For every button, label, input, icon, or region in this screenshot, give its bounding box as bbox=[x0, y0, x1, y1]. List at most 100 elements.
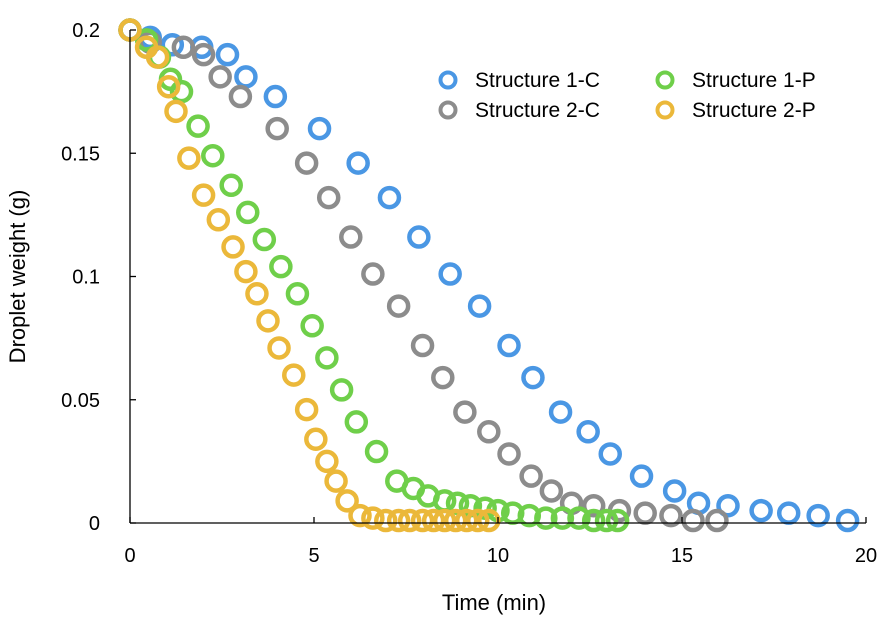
data-point bbox=[716, 493, 740, 518]
data-point bbox=[662, 479, 687, 503]
series-structure-1-p bbox=[118, 18, 630, 533]
data-point bbox=[776, 501, 801, 525]
data-point bbox=[245, 282, 269, 306]
data-point bbox=[466, 508, 490, 533]
data-point bbox=[160, 33, 185, 57]
data-point bbox=[519, 464, 543, 488]
data-point bbox=[364, 439, 389, 464]
data-point bbox=[263, 84, 288, 109]
data-point bbox=[477, 420, 501, 444]
data-point bbox=[749, 498, 773, 523]
legend-label: Structure 2-C bbox=[475, 99, 600, 122]
data-point bbox=[219, 173, 243, 198]
y-axis-ticks: 0 0.05 0.1 0.15 0.2 bbox=[61, 20, 136, 535]
legend-label: Structure 2-P bbox=[692, 99, 816, 122]
legend-label: Structure 1-P bbox=[692, 69, 816, 92]
x-tick-label: 5 bbox=[308, 545, 319, 567]
series-structure-1-c bbox=[118, 18, 860, 533]
data-point bbox=[633, 501, 657, 525]
y-tick-label: 0 bbox=[89, 513, 100, 535]
data-point bbox=[454, 508, 479, 533]
data-point bbox=[324, 469, 348, 493]
data-point bbox=[453, 400, 477, 424]
legend-label: Structure 1-C bbox=[475, 69, 600, 92]
data-point bbox=[234, 65, 258, 89]
legend-item: Structure 2-C bbox=[438, 99, 600, 122]
data-point bbox=[467, 294, 492, 318]
legend: Structure 1-C Structure 2-C Structure 1-P S… bbox=[438, 69, 816, 122]
data-point bbox=[282, 363, 306, 387]
data-point bbox=[339, 225, 363, 249]
data-point bbox=[346, 151, 370, 175]
data-point bbox=[438, 262, 462, 286]
x-tick-label: 20 bbox=[855, 545, 877, 567]
data-point bbox=[256, 309, 280, 333]
data-point bbox=[374, 508, 398, 533]
data-point bbox=[410, 333, 435, 358]
data-point bbox=[191, 183, 216, 207]
data-point bbox=[134, 28, 159, 52]
data-point bbox=[171, 35, 196, 60]
data-point bbox=[307, 116, 332, 141]
data-point bbox=[236, 200, 260, 225]
data-point bbox=[316, 185, 341, 210]
data-point bbox=[629, 464, 654, 488]
y-tick-label: 0.1 bbox=[72, 267, 100, 289]
data-point bbox=[806, 503, 830, 528]
data-point bbox=[681, 508, 705, 533]
x-axis-title: Time (min) bbox=[442, 590, 546, 615]
data-point bbox=[594, 508, 619, 533]
data-point bbox=[431, 365, 455, 390]
x-tick-label: 10 bbox=[487, 545, 509, 567]
data-point bbox=[550, 506, 575, 530]
x-tick-label: 0 bbox=[124, 545, 135, 567]
legend-marker bbox=[438, 70, 458, 90]
data-point bbox=[410, 508, 435, 533]
y-axis-title: Droplet weight (g) bbox=[5, 190, 30, 364]
y-tick-label: 0.15 bbox=[61, 143, 100, 165]
data-point bbox=[361, 262, 385, 286]
y-tick-label: 0.05 bbox=[61, 390, 100, 412]
series-structure-2-c bbox=[118, 18, 729, 533]
legend-item: Structure 1-P bbox=[655, 69, 816, 92]
data-point bbox=[191, 42, 216, 67]
data-point bbox=[206, 208, 231, 232]
data-point bbox=[521, 365, 545, 390]
data-point bbox=[497, 442, 521, 466]
data-point bbox=[377, 185, 402, 210]
data-point bbox=[315, 449, 339, 474]
data-point bbox=[201, 143, 225, 168]
data-point bbox=[215, 42, 240, 67]
x-tick-label: 15 bbox=[671, 545, 693, 567]
data-point bbox=[581, 508, 606, 533]
data-point bbox=[177, 146, 201, 170]
axes-layer: 0 5 10 15 20 0 0.05 0.1 0.15 0.2 bbox=[61, 20, 877, 567]
data-point bbox=[228, 84, 253, 109]
data-point bbox=[397, 508, 422, 533]
legend-marker bbox=[655, 70, 675, 90]
data-point bbox=[208, 65, 232, 89]
legend-item: Structure 2-P bbox=[655, 99, 816, 122]
data-point bbox=[335, 489, 359, 513]
data-point bbox=[659, 503, 683, 528]
data-point bbox=[164, 99, 188, 124]
data-point bbox=[361, 506, 385, 530]
data-point bbox=[539, 479, 564, 503]
data-point bbox=[576, 420, 600, 444]
data-point bbox=[534, 506, 558, 530]
data-point bbox=[294, 397, 319, 422]
data-points-layer bbox=[118, 18, 860, 533]
data-point bbox=[835, 508, 860, 533]
data-point bbox=[294, 151, 319, 175]
data-point bbox=[548, 400, 573, 424]
data-point bbox=[265, 116, 289, 141]
data-point bbox=[432, 508, 457, 533]
data-point bbox=[300, 314, 324, 338]
data-point bbox=[421, 508, 446, 533]
data-point bbox=[705, 508, 729, 533]
data-point bbox=[497, 333, 521, 358]
y-tick-label: 0.2 bbox=[72, 20, 100, 42]
data-point bbox=[348, 503, 372, 528]
series-structure-2-p bbox=[118, 18, 501, 533]
